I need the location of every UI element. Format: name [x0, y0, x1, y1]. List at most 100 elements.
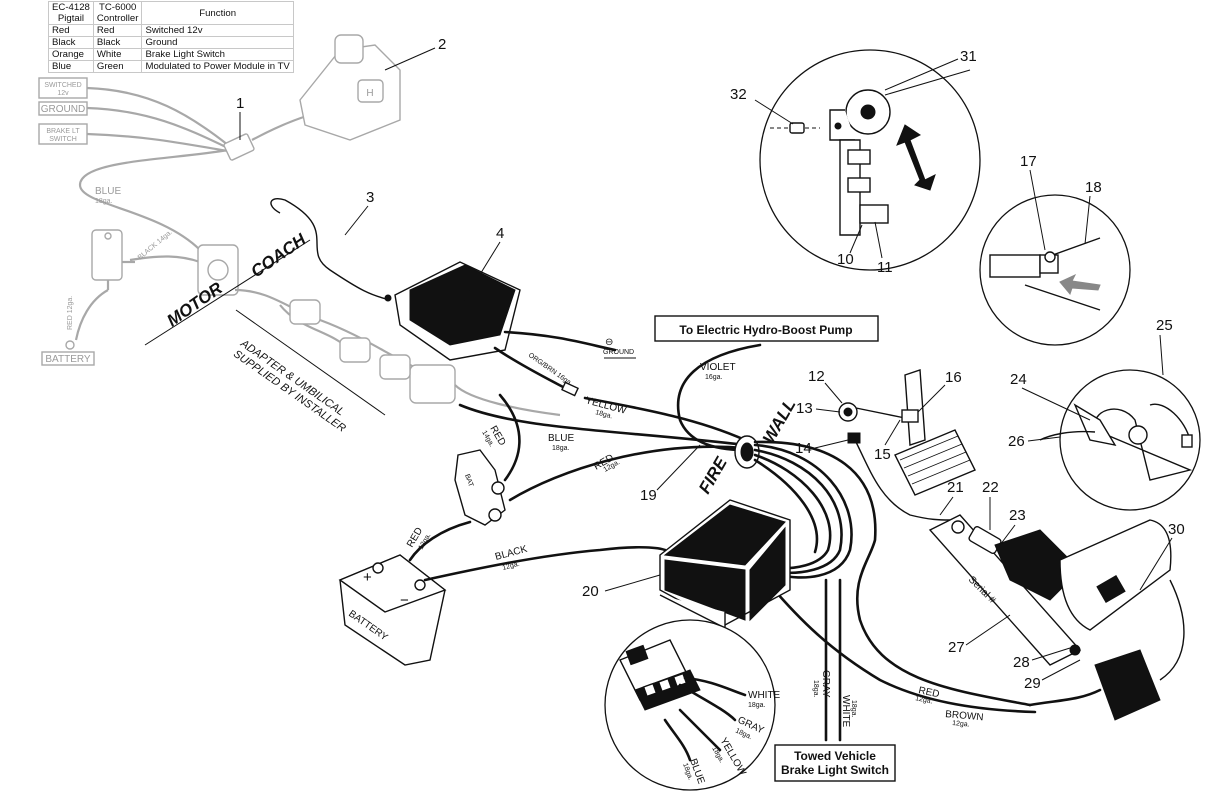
plus-symbol: + [363, 569, 372, 586]
bundle-wire-1 [753, 443, 853, 579]
violet-label: VIOLET [700, 362, 736, 373]
part-number-17: 17 [1020, 153, 1037, 170]
battery-positive-post [372, 562, 384, 574]
actuator-lead [1159, 579, 1185, 681]
part-number-18: 18 [1085, 179, 1102, 196]
part-number-16: 16 [945, 369, 962, 386]
violet-wire [676, 343, 762, 452]
cable-end [951, 520, 965, 534]
org-brn-connector [561, 381, 579, 397]
pedal-clamp [901, 409, 919, 423]
pigtail-lead [251, 113, 311, 141]
actuator-plug [1094, 649, 1161, 721]
white-ga: 18ga. [850, 700, 857, 718]
battery-negative-post [414, 579, 426, 591]
part-number-10: 10 [837, 251, 854, 268]
detail-pulley-hub [860, 104, 876, 120]
cell-controller: Green [92, 60, 143, 73]
pin-2 [657, 677, 673, 693]
blue-faded-ga: 18ga. [95, 198, 113, 205]
header-controller: TC-6000 Controller [92, 1, 143, 25]
table-row: Blue Green Modulated to Power Module in … [48, 60, 294, 73]
red-plug-lead [1028, 688, 1102, 707]
pump-callout-text: To Electric Hydro-Boost Pump [679, 323, 852, 337]
ground-label: GROUND [603, 349, 634, 356]
wall-label: WALL [759, 396, 800, 447]
red-faded-label: RED 12ga. [67, 296, 74, 330]
brake-wire [86, 132, 229, 153]
fire-label: FIRE [695, 453, 731, 497]
brake-switch-callout-box [774, 744, 896, 782]
yellow-wire [583, 396, 747, 442]
part-number-1: 1 [236, 95, 244, 112]
cable-end-detail [1039, 369, 1201, 511]
adjust-arrow [896, 124, 936, 191]
bundle-wire-3 [753, 453, 832, 570]
part-number-26: 26 [1008, 433, 1025, 450]
cell-pigtail: Red [48, 24, 94, 37]
black-wire [423, 545, 667, 582]
pedal-cable [855, 407, 906, 419]
red-battery-wire [408, 520, 472, 562]
red-actuator-ga: 12ga. [915, 695, 934, 706]
minus-symbol: − [400, 592, 409, 609]
part-number-24: 24 [1010, 371, 1027, 388]
remote-controller: H [299, 34, 401, 141]
detail-bolt [1049, 237, 1101, 257]
connector-latch [625, 644, 649, 666]
detail-bracket-hole [834, 122, 842, 130]
battery: BATTERY + − [338, 554, 447, 666]
part-number-13: 13 [796, 400, 813, 417]
detail-white-label: WHITE [748, 690, 781, 701]
red-actuator-wire [753, 440, 1032, 707]
detail-lanyard-clip [1181, 434, 1193, 448]
detail-cable [884, 69, 971, 96]
actuator-cable [854, 439, 951, 521]
part-number-12: 12 [808, 368, 825, 385]
motor-label: MOTOR [163, 278, 226, 330]
blue-ga: 18ga. [552, 445, 570, 452]
part-number-23: 23 [1009, 507, 1026, 524]
pump-callout-box [654, 315, 879, 342]
part-number-31: 31 [960, 48, 977, 65]
part-number-32: 32 [730, 86, 747, 103]
blue-faded-label: BLUE [95, 186, 121, 197]
svg-text:H: H [366, 88, 373, 99]
part-number-19: 19 [640, 487, 657, 504]
table-row: Black Black Ground [48, 36, 294, 49]
faded-umbilical [234, 288, 561, 417]
connector-detail: WHITE 18ga. GRAY 18ga. YELLOW 18ga. BLUE… [604, 619, 781, 791]
cable-bracket [847, 432, 861, 444]
pedal-pad [894, 429, 976, 496]
detail-clamp-3 [859, 204, 889, 224]
pigtail-connector [223, 133, 255, 161]
ground-symbol: ⊖ [605, 337, 613, 348]
detail-blue-wire [663, 718, 692, 762]
brown-ga: 12ga. [952, 720, 970, 729]
blue-label: BLUE [548, 433, 574, 444]
part-number-11: 11 [877, 259, 893, 276]
module-ground-wire [503, 330, 617, 352]
detail-cable-end [1073, 403, 1117, 446]
pump-callout: To Electric Hydro-Boost Pump [654, 315, 879, 342]
violet-ga: 16ga. [705, 374, 723, 381]
faded-battery-label: BATTERY [45, 354, 91, 365]
detail-white-wire [683, 676, 747, 697]
part-number-25: 25 [1156, 317, 1173, 334]
detail-gray-wire [678, 683, 737, 722]
wiring-table: EC-4128 Pigtail TC-6000 Controller Funct… [48, 1, 294, 73]
detail-washer [1044, 251, 1056, 263]
faded-red-wire [74, 289, 109, 341]
brown-label: BROWN [945, 709, 984, 723]
actuator-cylinder [1059, 519, 1172, 631]
gray-ga: 18ga. [812, 680, 819, 698]
org-brn-label: ORG/BRN 16ga. [527, 352, 574, 388]
part-number-30: 30 [1168, 521, 1185, 538]
part-number-22: 22 [982, 479, 999, 496]
org-brn-wire [493, 346, 567, 390]
part-number-29: 29 [1024, 675, 1041, 692]
faded-circuit-breaker [91, 229, 135, 290]
brown-actuator-wire [768, 583, 1037, 714]
